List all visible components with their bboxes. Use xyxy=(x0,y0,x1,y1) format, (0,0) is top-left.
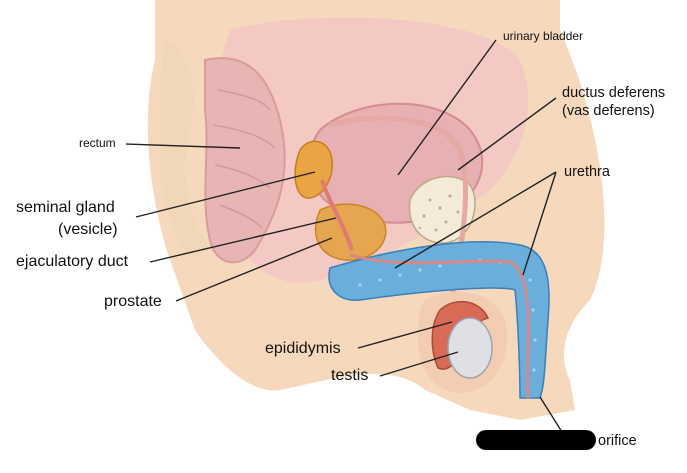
sacrum xyxy=(158,40,210,260)
leader-urinary-bladder xyxy=(397,39,497,176)
label-vas-deferens: (vas deferens) xyxy=(562,103,655,119)
leader-orifice xyxy=(539,396,563,433)
leader-urethra-1 xyxy=(394,171,557,269)
leader-seminal-gland xyxy=(135,171,316,218)
label-ductus-deferens: ductus deferens xyxy=(562,85,666,101)
urethra xyxy=(349,253,530,399)
label-testis: testis xyxy=(331,367,369,384)
leader-rectum xyxy=(125,143,241,149)
pubic-bone xyxy=(408,175,476,244)
leader-testis xyxy=(379,351,459,377)
redaction-bar xyxy=(476,430,596,450)
label-rectum: rectum xyxy=(79,136,116,150)
leader-epididymis xyxy=(357,321,453,349)
leader-lines xyxy=(125,39,563,433)
testis xyxy=(447,317,493,379)
label-ejaculatory-duct: ejaculatory duct xyxy=(16,253,129,270)
label-vesicle: (vesicle) xyxy=(58,221,118,238)
rectum xyxy=(204,57,286,264)
leader-prostate xyxy=(175,237,333,302)
label-epididymis: epididymis xyxy=(265,340,341,357)
leader-ejaculatory-duct xyxy=(149,217,337,263)
label-orifice: orifice xyxy=(598,433,637,449)
prostate xyxy=(314,203,387,261)
label-prostate: prostate xyxy=(104,293,162,310)
ejaculatory-duct xyxy=(320,179,354,251)
label-urinary-bladder: urinary bladder xyxy=(503,29,584,43)
label-urethra: urethra xyxy=(564,164,610,180)
pubic-bone-texture xyxy=(418,194,464,232)
leader-urethra-2 xyxy=(522,171,557,276)
label-seminal-gland: seminal gland xyxy=(16,199,115,216)
leader-ductus-deferens xyxy=(457,97,557,171)
